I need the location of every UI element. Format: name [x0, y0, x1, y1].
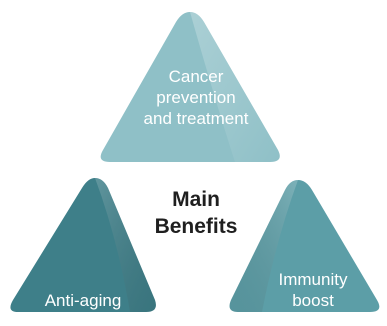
triangle-immunity	[229, 180, 380, 312]
benefit-label-cancer: Cancer prevention and treatment	[133, 66, 259, 129]
triangle-anti-aging	[10, 178, 156, 312]
center-title-line: Main	[172, 188, 220, 211]
benefit-label-anti-aging: Anti-aging	[28, 290, 138, 311]
benefit-label-line: Anti-aging	[44, 291, 122, 310]
benefit-label-line: and treatment	[143, 109, 249, 128]
benefit-label-line: prevention	[156, 88, 236, 107]
benefit-label-line: Immunity	[278, 270, 348, 289]
benefit-label-line: boost	[292, 291, 334, 310]
benefit-label-line: Cancer	[168, 67, 224, 86]
center-title: Main Benefits	[133, 186, 259, 240]
center-title-line: Benefits	[154, 215, 238, 238]
benefit-label-immunity: Immunity boost	[258, 269, 368, 311]
triangle-cancer	[100, 12, 280, 162]
